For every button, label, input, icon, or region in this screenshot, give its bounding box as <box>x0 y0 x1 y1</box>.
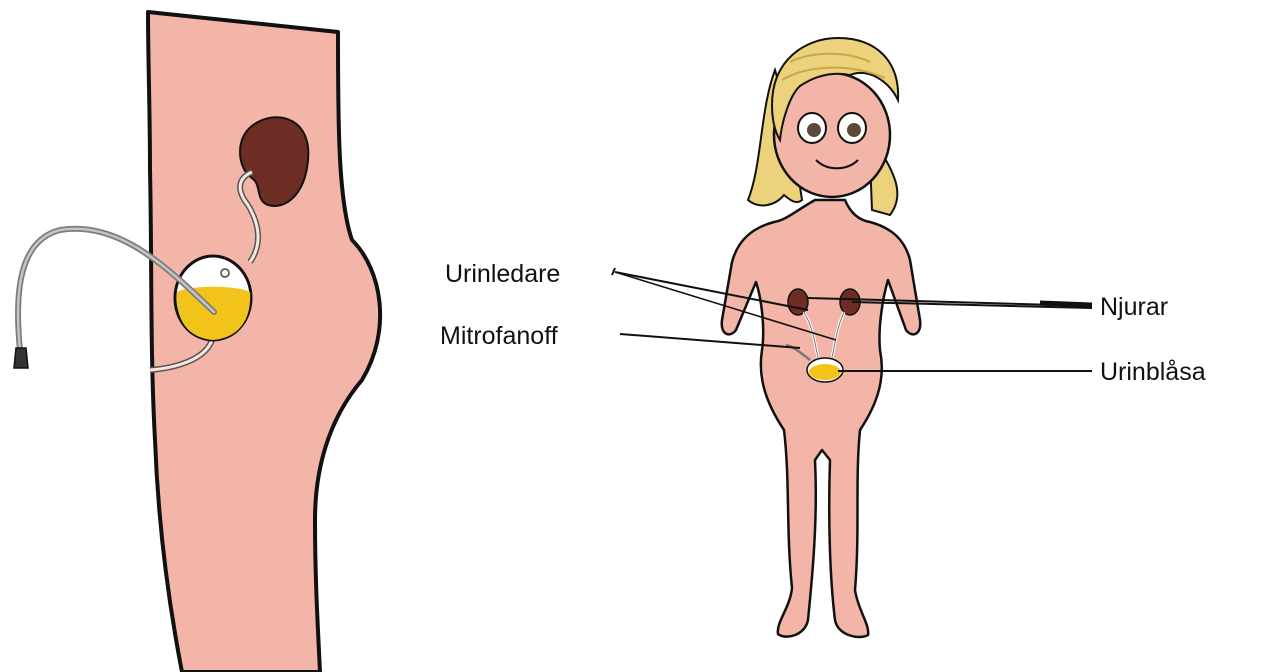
label-urinledare: Urinledare <box>445 262 560 287</box>
girl-body <box>722 200 921 637</box>
side-body-view <box>14 12 380 672</box>
label-urinblasa: Urinblåsa <box>1100 360 1206 385</box>
girl-figure <box>722 38 921 637</box>
girl-kidney-left <box>788 289 808 315</box>
catheter-tip <box>14 348 28 368</box>
side-body-silhouette <box>148 12 380 672</box>
label-mitrofanoff: Mitrofanoff <box>440 324 558 349</box>
label-njurar: Njurar <box>1100 295 1168 320</box>
